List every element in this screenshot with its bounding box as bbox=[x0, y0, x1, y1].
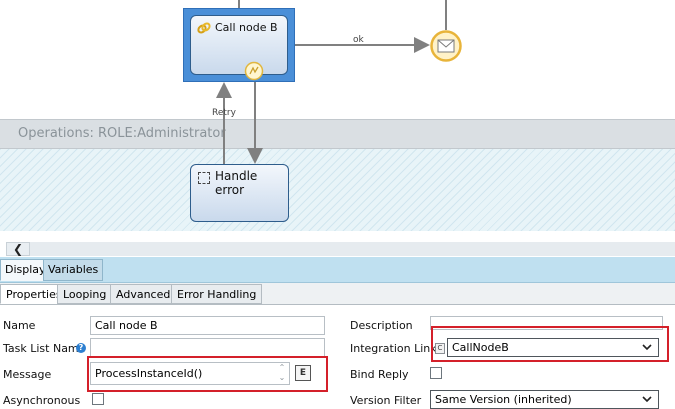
flow-connectors bbox=[216, 0, 447, 164]
process-canvas[interactable]: Operations: ROLE:Administrator Call node… bbox=[0, 0, 675, 233]
help-icon[interactable]: ? bbox=[76, 343, 86, 353]
message-spinner[interactable]: ⌃⌄ bbox=[278, 363, 286, 382]
tab-display[interactable]: Display bbox=[0, 259, 51, 281]
version-filter-value: Same Version (inherited) bbox=[435, 393, 572, 406]
integration-link-label: Integration Link bbox=[350, 342, 437, 355]
integration-link-icon: C bbox=[435, 343, 445, 354]
task-checkbox-icon bbox=[198, 172, 210, 184]
message-field[interactable]: ProcessInstanceId() bbox=[90, 362, 290, 385]
handle-error-node[interactable]: Handle error bbox=[190, 164, 289, 222]
lane-header: Operations: ROLE:Administrator bbox=[0, 119, 675, 149]
tab-variables[interactable]: Variables bbox=[43, 259, 104, 281]
description-label: Description bbox=[350, 319, 413, 332]
scroll-track[interactable] bbox=[30, 242, 675, 256]
ok-flow-label: ok bbox=[353, 35, 364, 45]
tab-properties[interactable]: Properties bbox=[0, 284, 68, 304]
tab-advanced[interactable]: Advanced bbox=[110, 284, 177, 304]
lane-body[interactable] bbox=[0, 149, 675, 231]
tab-error-handling[interactable]: Error Handling bbox=[171, 284, 263, 304]
name-field[interactable]: Call node B bbox=[90, 316, 325, 335]
integration-link-highlight bbox=[431, 326, 669, 362]
retry-flow-label: Retry bbox=[212, 108, 236, 118]
handle-error-title: Handle error bbox=[215, 169, 258, 197]
link-icon bbox=[197, 22, 211, 34]
tab-looping[interactable]: Looping bbox=[57, 284, 113, 304]
version-filter-label: Version Filter bbox=[350, 394, 422, 407]
asynchronous-label: Asynchronous bbox=[3, 394, 81, 407]
integration-link-select[interactable]: CallNodeB bbox=[447, 338, 659, 357]
call-node-b[interactable] bbox=[183, 8, 295, 82]
call-node-title: Call node B bbox=[215, 21, 278, 34]
integration-link-value: CallNodeB bbox=[452, 341, 509, 354]
name-label: Name bbox=[3, 319, 36, 332]
message-end-event-icon[interactable] bbox=[430, 30, 462, 62]
bind-reply-label: Bind Reply bbox=[350, 368, 409, 381]
message-highlight bbox=[87, 356, 328, 392]
properties-form: Name Call node B Task List Name ? Messag… bbox=[0, 305, 675, 409]
chevron-down-icon bbox=[642, 344, 652, 351]
message-label: Message bbox=[3, 368, 52, 381]
version-filter-select[interactable]: Same Version (inherited) bbox=[430, 390, 659, 409]
asynchronous-checkbox[interactable] bbox=[92, 393, 104, 405]
call-node-body[interactable] bbox=[190, 15, 288, 75]
panel-tabs: Display Variables bbox=[0, 257, 675, 283]
lane-title: Operations: ROLE:Administrator bbox=[18, 126, 226, 141]
task-list-name-label: Task List Name bbox=[3, 342, 86, 355]
error-event-icon[interactable] bbox=[244, 61, 264, 81]
scroll-left-button[interactable]: ❮ bbox=[6, 242, 30, 256]
chevron-down-icon bbox=[642, 396, 652, 403]
horizontal-scrollbar[interactable]: ❮ bbox=[0, 241, 675, 257]
property-tabs: Properties Looping Advanced Error Handli… bbox=[0, 283, 675, 305]
task-list-name-field[interactable] bbox=[90, 338, 325, 357]
expression-editor-button[interactable]: E bbox=[295, 365, 311, 381]
bind-reply-checkbox[interactable] bbox=[430, 367, 442, 379]
